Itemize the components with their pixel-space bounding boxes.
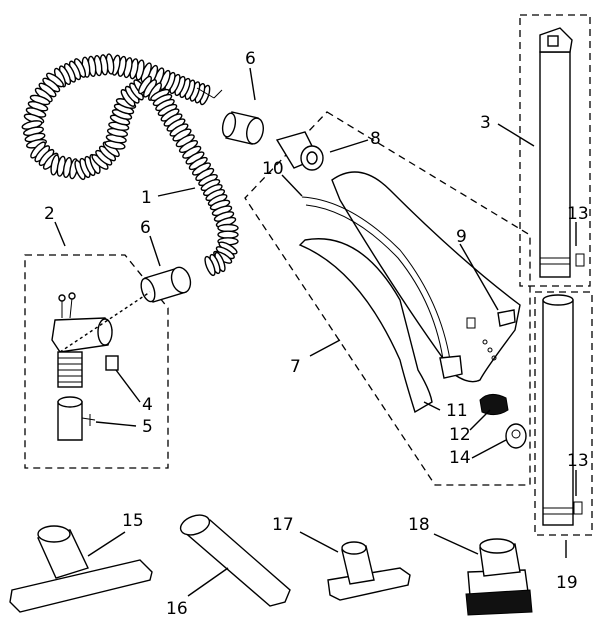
label-handle-assembly: 2 bbox=[44, 204, 55, 224]
handle-kit-box bbox=[244, 111, 531, 486]
label-hose-assembly: 1 bbox=[141, 188, 152, 208]
handle-end-part bbox=[57, 401, 83, 441]
label-upholstery-tool: 17 bbox=[272, 515, 294, 535]
hose-ring bbox=[204, 255, 216, 277]
hose-ring bbox=[217, 223, 239, 233]
label-dusting-brush: 18 bbox=[408, 515, 430, 535]
upholstery-tool bbox=[327, 541, 411, 601]
part-labels: 1 2 3 4 5 6 6 7 8 9 10 11 12 13 14 13 15… bbox=[44, 49, 589, 619]
hose-cuff-top bbox=[221, 111, 264, 145]
label-handle-half-rear: 11 bbox=[446, 401, 468, 421]
wand-lower bbox=[534, 291, 593, 536]
hose-cuff-handle bbox=[59, 266, 192, 353]
label-wand-latch-lower: 13 bbox=[567, 451, 589, 471]
label-cuff-top: 6 bbox=[245, 49, 256, 69]
label-handle-kit: 7 bbox=[290, 357, 301, 377]
floor-tool bbox=[9, 525, 153, 613]
switch-part bbox=[105, 355, 119, 371]
label-wand-set: 19 bbox=[556, 573, 578, 593]
label-wire-harness: 10 bbox=[262, 159, 284, 179]
label-cuff-handle: 6 bbox=[140, 218, 151, 238]
label-crevice-tool: 16 bbox=[166, 599, 188, 619]
crevice-tool bbox=[179, 514, 291, 607]
leader-lines bbox=[54, 67, 577, 597]
label-floor-tool: 15 bbox=[122, 511, 144, 531]
label-clip: 12 bbox=[449, 425, 471, 445]
label-latch: 14 bbox=[449, 448, 471, 468]
label-handle-end: 5 bbox=[142, 417, 153, 437]
hose-ring bbox=[217, 230, 239, 239]
label-wand-latch-upper: 13 bbox=[567, 204, 589, 224]
label-switch: 4 bbox=[142, 395, 153, 415]
wand-upper bbox=[519, 14, 591, 287]
hose-assembly bbox=[21, 53, 239, 277]
label-wand-upper: 3 bbox=[480, 113, 491, 133]
label-handle-half: 9 bbox=[456, 227, 467, 247]
label-swivel: 8 bbox=[370, 129, 381, 149]
dusting-brush bbox=[465, 538, 533, 616]
